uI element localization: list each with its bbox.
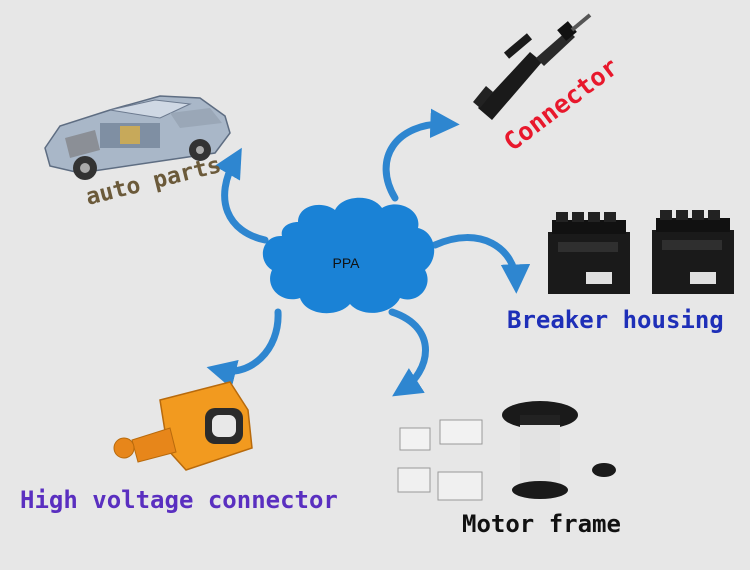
motor-frame-label: Motor frame [462,510,621,538]
breaker-housing-label: Breaker housing [507,306,724,334]
arrow-to-auto-parts [214,147,269,244]
high-voltage-connector-image [113,381,253,471]
arrow-to-breaker-housing [431,234,531,294]
breaker-housing-image [548,210,734,294]
arrow-to-motor-frame [388,308,429,397]
ppa-cloud [262,197,435,314]
car-image [44,95,231,180]
high-voltage-connector-label: High voltage connector [20,486,338,514]
arrow-to-high-voltage-connector [206,308,282,389]
motor-frame-image [397,401,616,501]
connector-image [473,13,592,120]
ppa-label: PPA [333,255,361,271]
arrow-to-connector [382,108,460,202]
